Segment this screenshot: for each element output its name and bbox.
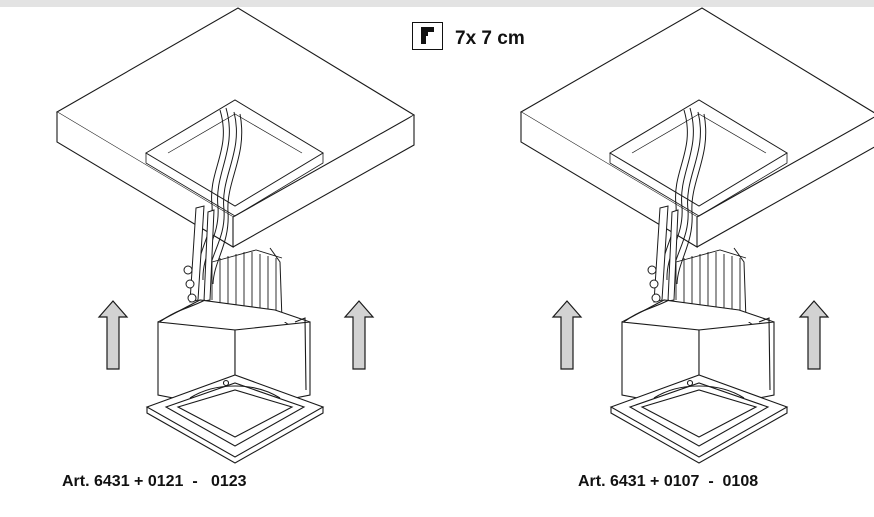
insert-arrow-left-outer — [98, 300, 128, 370]
square-frame-icon — [421, 27, 434, 44]
insert-arrow-right-outer — [552, 300, 582, 370]
insert-arrow-left-inner — [344, 300, 374, 370]
insert-arrow-right-inner — [799, 300, 829, 370]
article-caption-right: Art. 6431 + 0107 - 0108 — [578, 473, 759, 490]
top-band — [0, 0, 874, 7]
size-label: 7x 7 cm — [455, 28, 525, 49]
installation-right — [520, 7, 874, 464]
size-badge — [412, 22, 443, 50]
article-caption-left: Art. 6431 + 0121 - 0123 — [62, 473, 247, 490]
installation-left — [56, 7, 415, 464]
